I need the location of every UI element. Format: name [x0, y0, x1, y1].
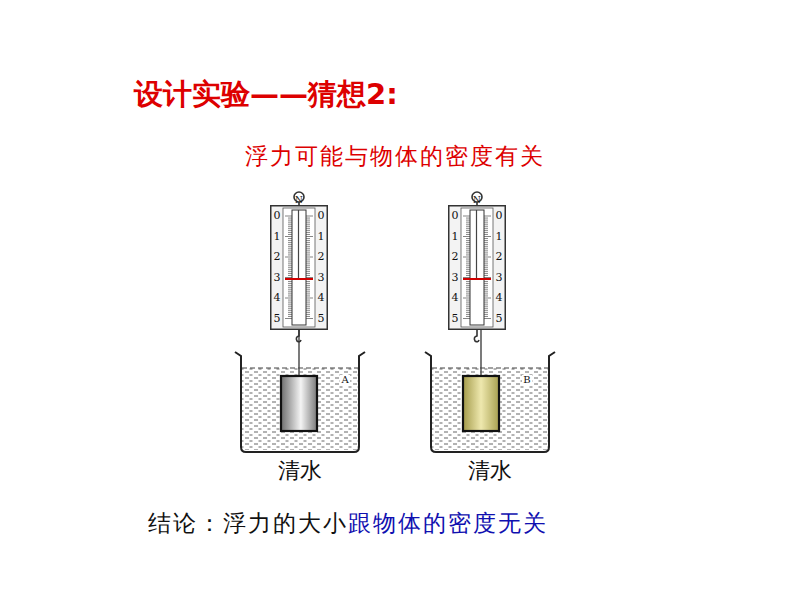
unit-label: N [293, 196, 305, 205]
scale-number: 0 [271, 210, 283, 221]
scale-number: 3 [271, 272, 283, 283]
scale-number: 1 [315, 231, 327, 242]
scale-number: 5 [493, 313, 505, 324]
spring-scale: N012345012345 [448, 205, 506, 330]
block-outline [280, 375, 318, 432]
scale-number: 0 [449, 210, 461, 221]
scale-number: 1 [493, 231, 505, 242]
water-beaker: 清水B [425, 352, 555, 452]
scale-number: 1 [271, 231, 283, 242]
scale-number: 4 [449, 292, 461, 303]
metal-block: B [462, 375, 500, 432]
scale-number: 0 [315, 210, 327, 221]
scale-number: 2 [315, 251, 327, 262]
scale-ring [294, 192, 482, 206]
scale-outline [270, 205, 328, 330]
scale-number: 2 [493, 251, 505, 262]
scale-number: 2 [271, 251, 283, 262]
scale-number: 5 [271, 313, 283, 324]
slide-title: 设计实验——猜想2: [134, 80, 398, 109]
spring-scale: N012345012345 [270, 205, 328, 330]
scale-number: 1 [449, 231, 461, 242]
scale-number: 2 [449, 251, 461, 262]
unit-label: N [471, 196, 483, 205]
hypothesis-text: 浮力可能与物体的密度有关 [245, 145, 545, 168]
scale-number: 5 [449, 313, 461, 324]
scale-number: 3 [493, 272, 505, 283]
scale-number: 0 [493, 210, 505, 221]
liquid-label: 清水 [278, 460, 322, 482]
block-outline [462, 375, 500, 432]
scale-number: 5 [315, 313, 327, 324]
conclusion-line: 结论：浮力的大小跟物体的密度无关 [148, 508, 548, 539]
block-label: A [340, 375, 349, 385]
scale-hook [296, 330, 479, 342]
metal-block: A [280, 375, 318, 432]
liquid-label: 清水 [468, 460, 512, 482]
scale-number: 3 [449, 272, 461, 283]
water-beaker: 清水A [235, 352, 365, 452]
conclusion-text: 结论：浮力的大小 [148, 510, 348, 536]
scale-number: 3 [315, 272, 327, 283]
block-label: B [522, 375, 531, 385]
scale-number: 4 [493, 292, 505, 303]
scale-number: 4 [271, 292, 283, 303]
conclusion-emphasis: 跟物体的密度无关 [348, 510, 548, 536]
scale-outline [448, 205, 506, 330]
scale-number: 4 [315, 292, 327, 303]
